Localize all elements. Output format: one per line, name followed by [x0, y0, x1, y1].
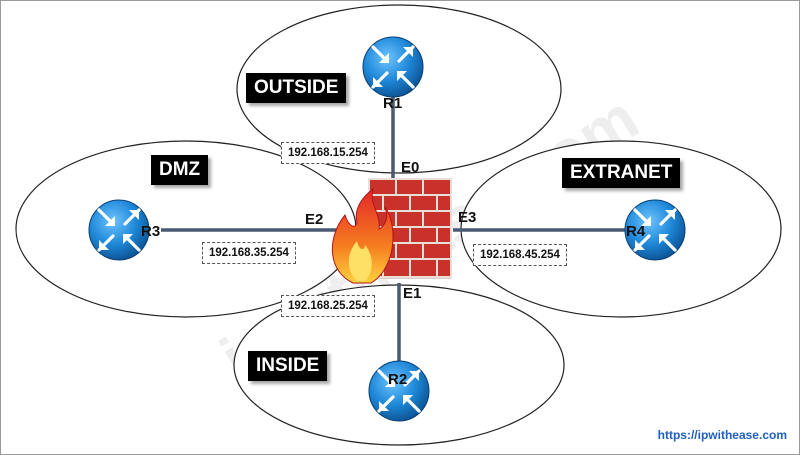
router-icon: [361, 35, 425, 99]
outside-zone-label: OUTSIDE: [246, 73, 347, 103]
router-label-r3: R3: [141, 223, 161, 240]
interface-label-e0: E0: [401, 159, 420, 176]
source-url: https://ipwithease.com: [657, 428, 787, 442]
interface-label-e2: E2: [305, 211, 324, 228]
ip-address-extranet: 192.168.45.254: [473, 244, 567, 266]
ip-address-inside: 192.168.25.254: [281, 295, 375, 317]
flame-icon: [332, 187, 394, 284]
router-label-r4: R4: [626, 223, 646, 240]
extranet-zone-label: EXTRANET: [562, 158, 681, 188]
router-label-r2: R2: [388, 371, 408, 388]
inside-zone-label: INSIDE: [248, 351, 328, 381]
router-icon: [87, 198, 151, 262]
ip-address-outside: 192.168.15.254: [281, 142, 375, 164]
router-label-r1: R1: [383, 95, 403, 112]
ip-address-dmz: 192.168.35.254: [202, 242, 296, 264]
interface-label-e1: E1: [403, 285, 422, 302]
firewall-icon: [332, 178, 452, 284]
interface-label-e3: E3: [458, 209, 477, 226]
dmz-zone-label: DMZ: [151, 155, 209, 185]
router-icon: [367, 359, 431, 423]
